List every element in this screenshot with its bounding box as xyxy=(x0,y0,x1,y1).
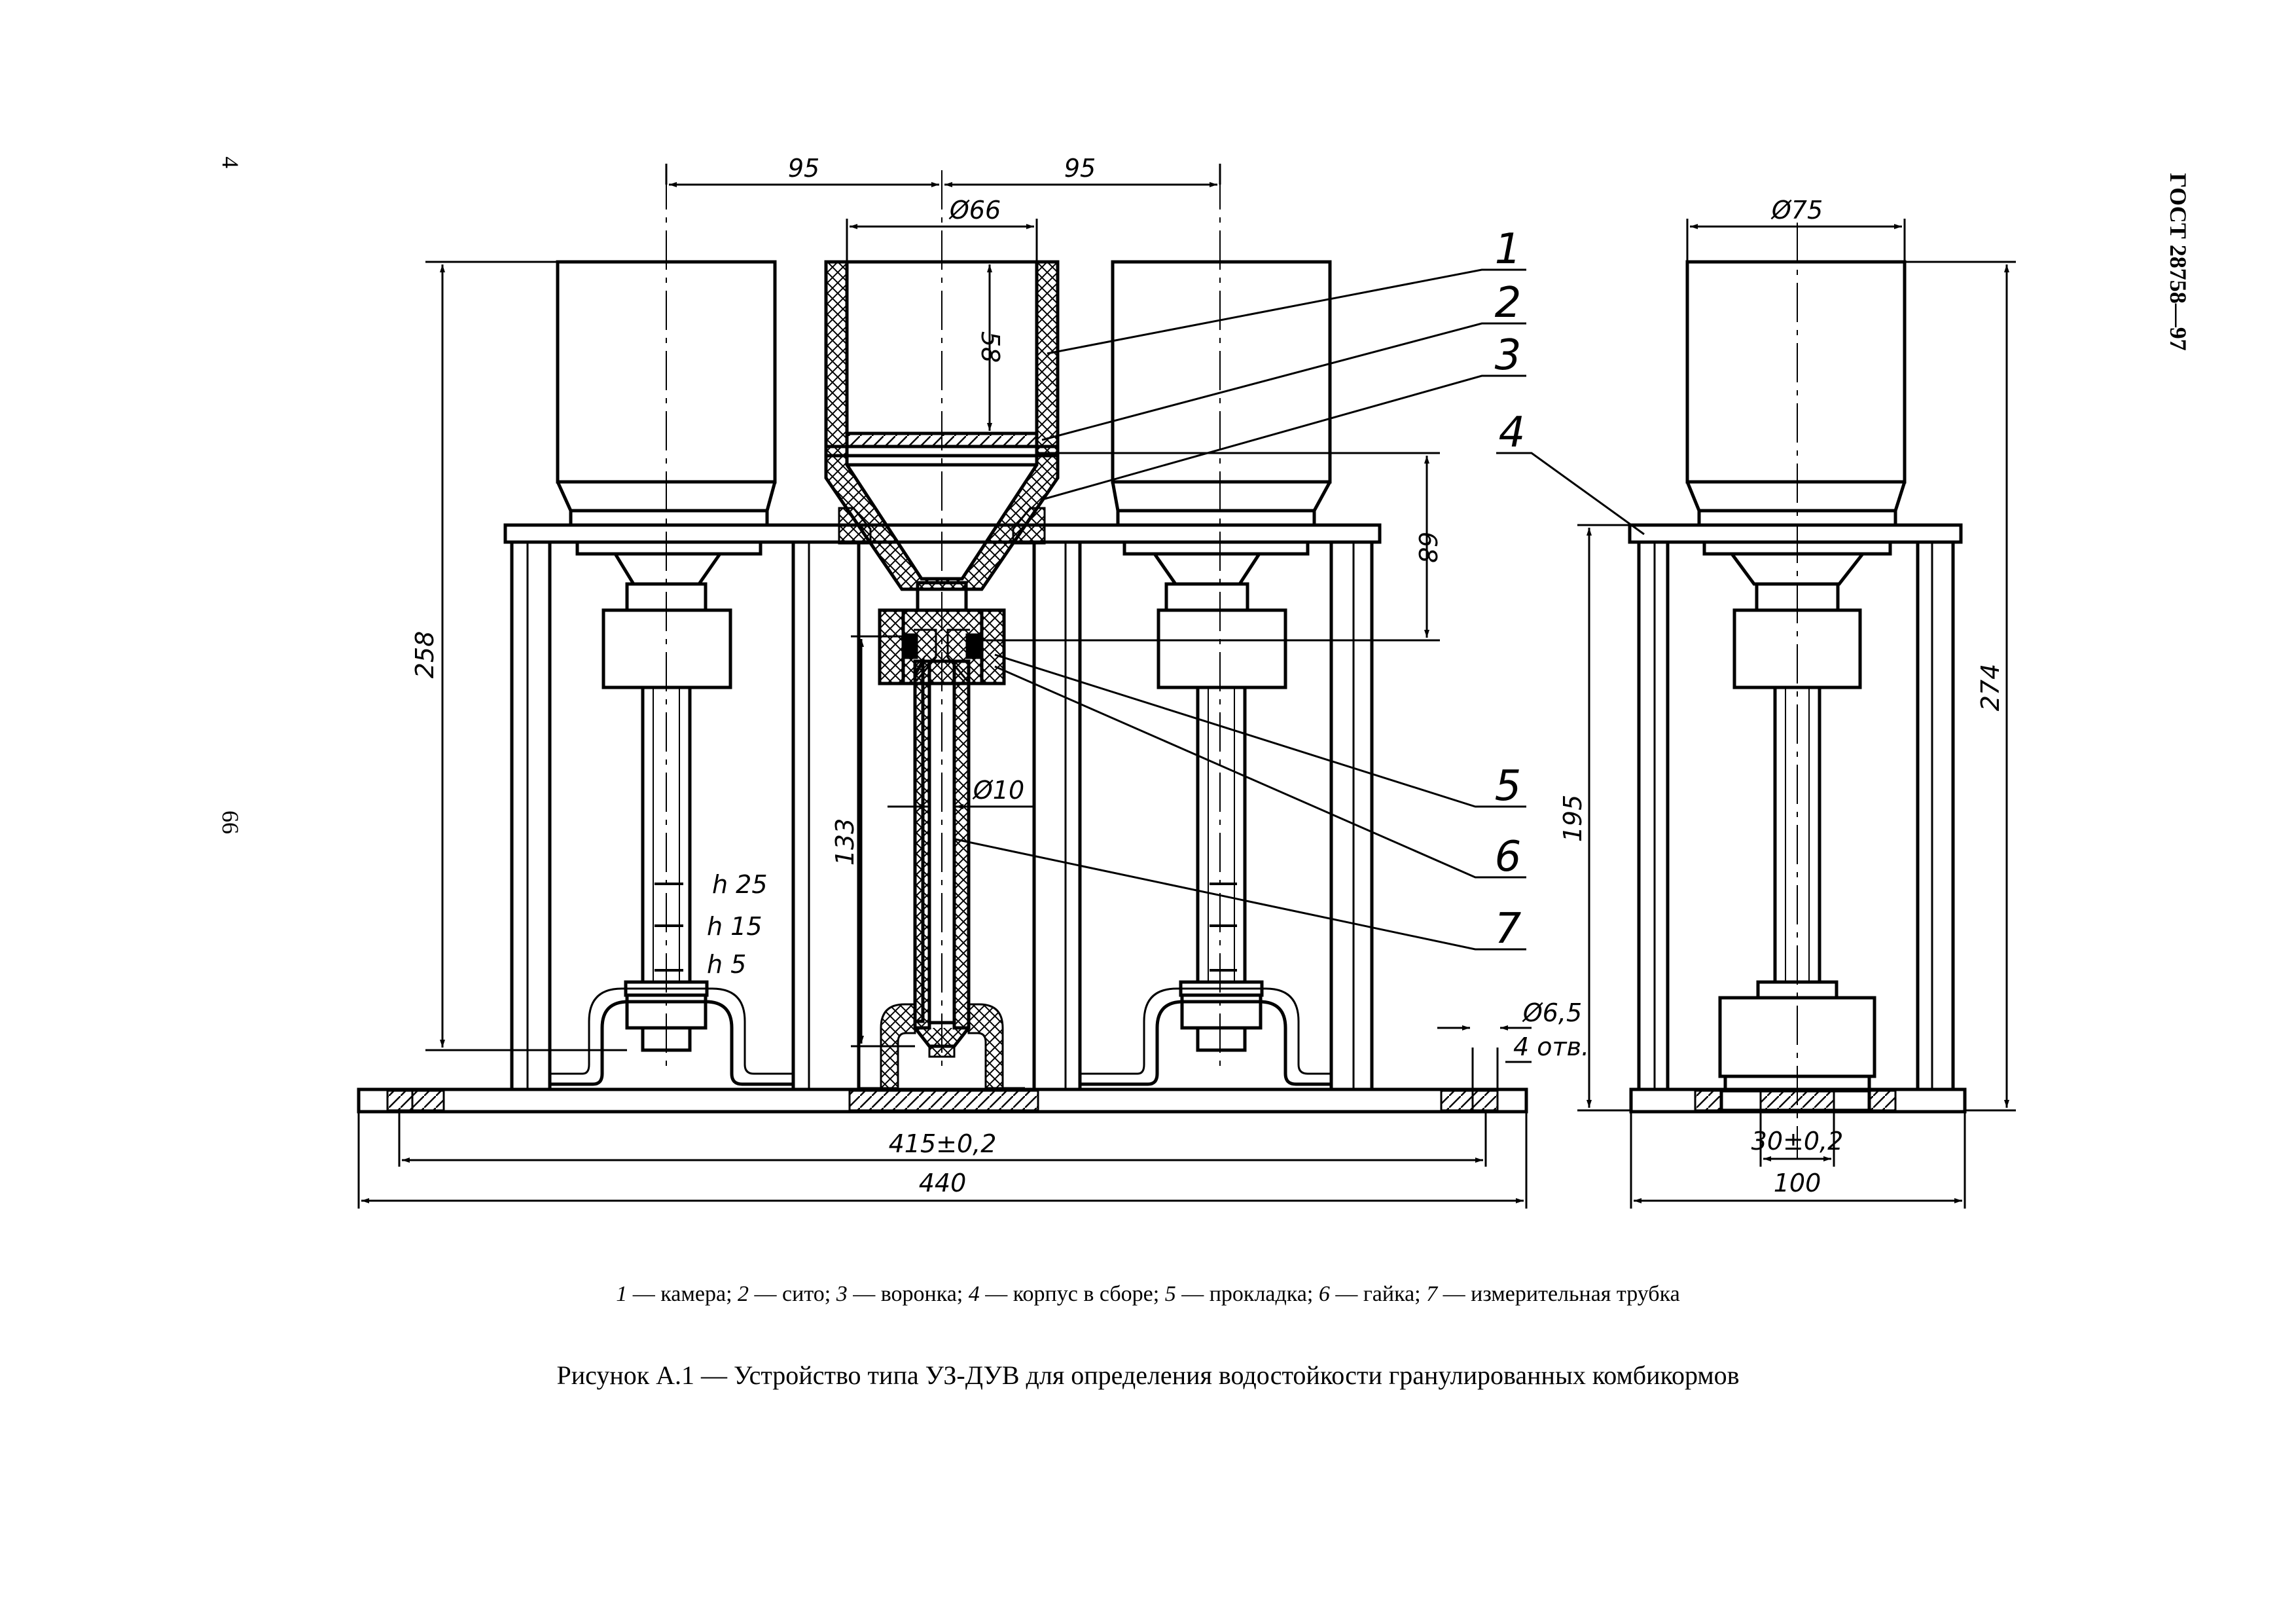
page-number: 4 xyxy=(217,156,243,168)
dim-d65: Ø6,5 xyxy=(1522,998,1582,1027)
dim-d10: Ø10 xyxy=(972,776,1024,805)
base-plate xyxy=(357,1087,1528,1114)
side-page-number: 66 xyxy=(217,811,243,834)
dim-440: 440 xyxy=(919,1169,967,1197)
legend-item: 5 — прокладка; xyxy=(1164,1282,1314,1306)
mark-h15: h 15 xyxy=(707,912,762,941)
leader-label-2: 2 xyxy=(1495,279,1522,327)
mark-h25: h 25 xyxy=(712,870,768,899)
dim-133: 133 xyxy=(831,818,859,866)
dimension-lines xyxy=(357,164,2016,1209)
legend-item: 7 — измерительная трубка xyxy=(1426,1282,1680,1306)
leader-label-4: 4 xyxy=(1499,409,1526,457)
legend-item: 2 — сито; xyxy=(738,1282,831,1306)
dim-258: 258 xyxy=(410,631,439,679)
standard-designation: ГОСТ 28758—97 xyxy=(2165,173,2191,350)
figure-legend: 1 — камера; 2 — сито; 3 — воронка; 4 — к… xyxy=(0,1282,2296,1307)
dim-d66: Ø66 xyxy=(948,196,1001,225)
front-view xyxy=(357,260,1528,1114)
leader-label-7: 7 xyxy=(1495,905,1522,953)
side-view xyxy=(1628,260,1967,1114)
legend-item: 6 — гайка; xyxy=(1318,1282,1421,1306)
legend-item: 1 — камера; xyxy=(616,1282,732,1306)
dim-274: 274 xyxy=(1976,664,2005,712)
dim-95-right: 95 xyxy=(1064,154,1096,183)
dim-100: 100 xyxy=(1774,1169,1821,1197)
legend-item: 4 — корпус в сборе; xyxy=(968,1282,1160,1306)
dim-d75: Ø75 xyxy=(1770,196,1823,225)
dim-58: 58 xyxy=(976,331,1005,363)
dim-68: 68 xyxy=(1413,532,1442,563)
mark-h5: h 5 xyxy=(707,950,746,979)
dim-415: 415±0,2 xyxy=(889,1129,997,1158)
dim-95-left: 95 xyxy=(788,154,819,183)
dim-30: 30±0,2 xyxy=(1751,1127,1844,1156)
dim-195: 195 xyxy=(1558,795,1587,843)
dim-holes: 4 отв. xyxy=(1513,1032,1589,1061)
leader-lines xyxy=(955,268,1645,951)
leader-label-5: 5 xyxy=(1495,762,1522,811)
leader-label-3: 3 xyxy=(1495,331,1522,380)
figure-caption: Рисунок А.1 — Устройство типа УЗ-ДУВ для… xyxy=(556,1360,1740,1390)
leader-label-6: 6 xyxy=(1495,833,1522,881)
legend-item: 3 — воронка; xyxy=(836,1282,963,1306)
leader-label-1: 1 xyxy=(1495,225,1522,274)
